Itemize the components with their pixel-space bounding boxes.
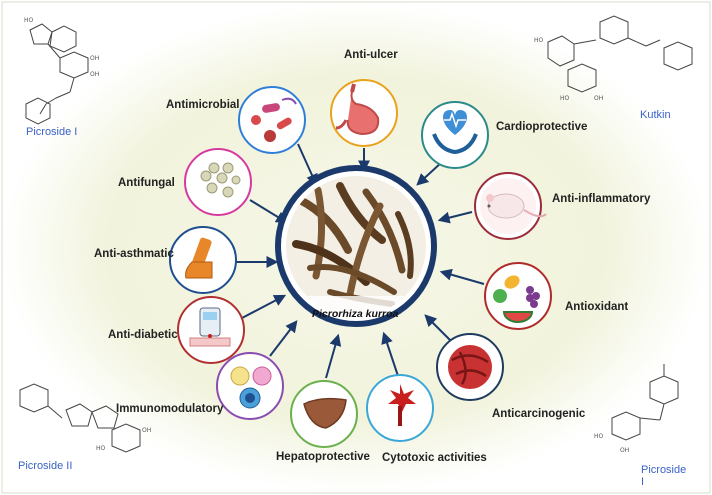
label-anti-asthmatic: Anti-asthmatic: [94, 248, 174, 260]
antimicrobial-node: [238, 86, 306, 154]
label-antimicrobial: Antimicrobial: [166, 99, 240, 111]
picroside-structure-right: HO OH: [594, 364, 679, 454]
svg-text:HO: HO: [560, 95, 570, 102]
arrow-hepatoprotective: [325, 333, 342, 379]
svg-text:HO: HO: [594, 433, 604, 440]
label-cytotoxic-activities: Cytotoxic activities: [382, 452, 487, 464]
anti-ulcer-node: [330, 79, 398, 147]
molecule-label-kutkin: Kutkin: [640, 109, 671, 121]
label-antifungal: Antifungal: [118, 177, 175, 189]
arrow-immunomodulatory: [269, 320, 298, 357]
hepatoprotective-node: [290, 380, 358, 448]
arrow-cardioprotective: [416, 161, 443, 186]
immunomodulatory-node: [216, 352, 284, 420]
svg-text:OH: OH: [620, 447, 629, 454]
immune-cells-icon: [230, 366, 272, 409]
svg-text:HO: HO: [534, 37, 544, 44]
antioxidant-node: [484, 262, 552, 330]
svg-text:HO: HO: [24, 17, 34, 24]
activity-circles: [169, 79, 552, 448]
liver-icon: [303, 397, 347, 429]
picroside-ii-structure: OH HO: [19, 383, 151, 453]
label-immunomodulatory: Immunomodulatory: [116, 403, 224, 415]
picroside-i-structure: HO OH OH: [24, 17, 99, 125]
fruits-icon: [493, 275, 540, 323]
microbes-icon: [251, 97, 297, 142]
label-antioxidant: Antioxidant: [565, 301, 629, 313]
antifungal-node: [184, 148, 252, 216]
molecule-label-picroside-i: Picroside I: [26, 126, 78, 138]
kutkin-structure: HO HO OH: [534, 15, 693, 102]
anticarcinogenic-node: [436, 333, 504, 401]
anti-diabetic-node: [177, 296, 245, 364]
svg-text:HO: HO: [96, 445, 106, 452]
label-anti-inflammatory: Anti-inflammatory: [552, 193, 651, 205]
arrow-antimicrobial: [297, 143, 318, 187]
svg-text:OH: OH: [594, 95, 603, 102]
cancer-cell-icon: [448, 345, 492, 389]
label-anti-diabetic: Anti-diabetic: [108, 329, 178, 341]
arrow-cytotoxic: [381, 331, 399, 377]
svg-text:OH: OH: [90, 55, 99, 62]
inhaler-icon: [185, 237, 213, 279]
cardioprotective-node: [421, 101, 489, 169]
arrow-antioxidant: [439, 268, 485, 285]
arrow-anti-inflammatory: [437, 211, 473, 224]
arrow-anti-diabetic: [241, 294, 287, 319]
stomach-icon: [335, 83, 380, 136]
label-cardioprotective: Cardioprotective: [496, 121, 588, 133]
molecule-label-picroside-right: Picroside I: [641, 464, 687, 488]
anti-asthmatic-node: [169, 226, 237, 294]
glucometer-icon: [189, 307, 231, 347]
central-hub: [275, 165, 437, 327]
molecule-label-picroside-ii: Picroside II: [18, 460, 73, 472]
label-anti-ulcer: Anti-ulcer: [344, 49, 398, 61]
label-hepatoprotective: Hepatoprotective: [276, 451, 370, 463]
svg-text:OH: OH: [142, 427, 151, 434]
cytotoxic-icon: [388, 384, 416, 426]
svg-text:OH: OH: [90, 71, 99, 78]
heart-in-hands-icon: [432, 110, 478, 155]
mouse-icon: [480, 178, 547, 234]
label-anticarcinogenic: Anticarcinogenic: [492, 408, 586, 420]
fungus-icon: [200, 162, 241, 198]
anti-inflammatory-node: [474, 172, 547, 240]
cytotoxic-node: [366, 374, 434, 442]
dried-rhizome-roots: [286, 176, 426, 316]
center-species-label: Picrorhiza kurroa: [312, 308, 399, 320]
